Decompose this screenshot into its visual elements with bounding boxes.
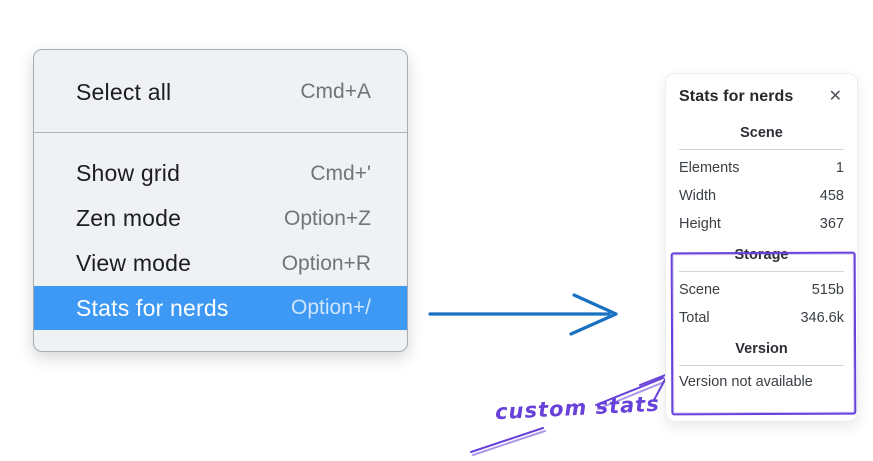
- menu-item-shortcut: Option+R: [281, 251, 371, 275]
- storage-section: Storage Scene 515b Total 346.6k: [679, 247, 844, 332]
- custom-stats-annotation: custom stats: [494, 391, 661, 425]
- stat-label: Scene: [679, 282, 721, 298]
- menu-divider: [34, 132, 407, 133]
- stat-value: 367: [819, 216, 844, 232]
- stat-label: Height: [679, 216, 721, 232]
- close-icon[interactable]: ✕: [828, 88, 842, 105]
- menu-item-show-grid[interactable]: Show grid Cmd+': [34, 151, 407, 196]
- stats-panel-title: Stats for nerds: [679, 88, 794, 105]
- menu-item-label: Show grid: [76, 160, 181, 186]
- stat-row-total-storage: Total 346.6k: [679, 304, 844, 332]
- section-divider: [679, 149, 844, 150]
- stat-value: 1: [835, 160, 844, 176]
- section-heading: Version: [735, 341, 788, 357]
- menu-item-label: Stats for nerds: [76, 294, 229, 321]
- menu-item-shortcut: Cmd+A: [300, 80, 371, 103]
- stat-label: Width: [679, 188, 717, 204]
- section-divider: [679, 365, 844, 366]
- stats-panel: Stats for nerds ✕ Scene Elements 1 Width…: [665, 73, 858, 422]
- menu-item-shortcut: Option+/: [291, 296, 371, 319]
- version-section: Version Version not available: [679, 341, 844, 390]
- stat-value: 515b: [811, 282, 844, 298]
- context-menu: Select all Cmd+A Show grid Cmd+' Zen mod…: [33, 49, 408, 352]
- stat-label: Total: [679, 310, 710, 326]
- menu-item-label: Zen mode: [76, 205, 182, 231]
- section-heading: Storage: [734, 247, 789, 263]
- menu-item-select-all[interactable]: Select all Cmd+A: [34, 70, 407, 114]
- scene-section: Scene Elements 1 Width 458 Height 367: [679, 125, 844, 238]
- menu-item-label: Select all: [76, 78, 172, 105]
- menu-item-zen-mode[interactable]: Zen mode Option+Z: [34, 196, 407, 241]
- stat-row-scene-storage: Scene 515b: [679, 276, 844, 304]
- blue-arrow: [428, 293, 618, 336]
- stat-value: 458: [819, 188, 844, 204]
- menu-item-label: View mode: [76, 250, 192, 276]
- stat-row-width: Width 458: [679, 182, 844, 210]
- stats-panel-header: Stats for nerds ✕: [679, 88, 844, 106]
- version-note: Version not available: [679, 374, 813, 390]
- menu-item-view-mode[interactable]: View mode Option+R: [34, 241, 407, 286]
- menu-item-shortcut: Option+Z: [284, 206, 371, 230]
- menu-item-stats-for-nerds[interactable]: Stats for nerds Option+/: [34, 286, 407, 330]
- stat-value: 346.6k: [800, 310, 844, 326]
- stat-label: Elements: [679, 160, 740, 176]
- section-heading: Scene: [740, 125, 783, 141]
- section-divider: [679, 271, 844, 272]
- stat-row-height: Height 367: [679, 210, 844, 238]
- stat-row-elements: Elements 1: [679, 154, 844, 182]
- menu-item-shortcut: Cmd+': [310, 161, 371, 185]
